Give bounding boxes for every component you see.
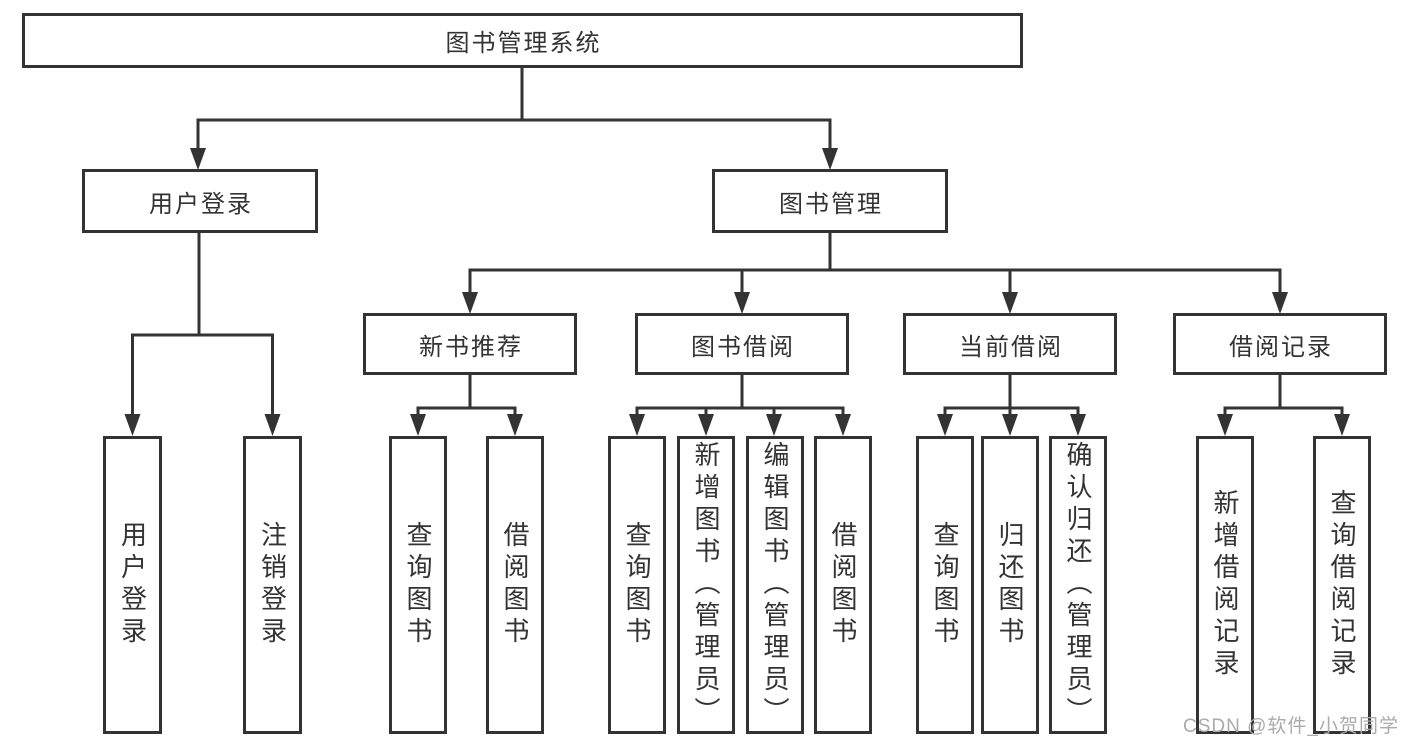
leaf-label: 归还图书: [995, 521, 1025, 649]
node-borrowing-records: 借阅记录: [1173, 313, 1387, 375]
connector-paths: [131, 68, 1344, 418]
watermark: CSDN @软件_小贺同学: [1183, 716, 1399, 737]
leaf-label: 借阅图书: [828, 521, 858, 649]
leaf-label: 注销登录: [257, 521, 288, 649]
leaf-query-books-current: 查询图书: [916, 436, 974, 734]
node-label: 当前借阅: [959, 333, 1063, 361]
node-book-management: 图书管理: [712, 169, 948, 233]
node-label: 新书推荐: [419, 333, 523, 361]
leaf-borrow-books: 借阅图书: [814, 436, 872, 734]
leaf-add-book-admin: 新增图书（管理员）: [677, 436, 735, 734]
leaf-return-books: 归还图书: [981, 436, 1039, 734]
leaf-add-borrow-record: 新增借阅记录: [1196, 436, 1254, 734]
leaf-label: 查询借阅记录: [1327, 489, 1357, 681]
leaf-label: 确认归还（管理员）: [1063, 441, 1093, 729]
leaf-query-borrow-record: 查询借阅记录: [1313, 436, 1371, 734]
leaf-label: 编辑图书（管理员）: [760, 441, 790, 729]
leaf-label: 新增图书（管理员）: [691, 441, 721, 729]
node-book-borrowing: 图书借阅: [635, 313, 849, 375]
leaf-confirm-return-admin: 确认归还（管理员）: [1049, 436, 1107, 734]
leaf-edit-book-admin: 编辑图书（管理员）: [746, 436, 804, 734]
leaf-label: 借阅图书: [500, 521, 530, 649]
leaf-borrow-books-recommend: 借阅图书: [486, 436, 544, 734]
node-current-borrowing: 当前借阅: [903, 313, 1117, 375]
node-new-book-recommend: 新书推荐: [363, 313, 577, 375]
node-label: 图书管理: [779, 190, 883, 218]
leaf-label: 新增借阅记录: [1210, 489, 1240, 681]
node-user-login-branch: 用户登录: [82, 169, 318, 233]
node-label: 图书借阅: [691, 333, 795, 361]
node-label: 借阅记录: [1229, 333, 1333, 361]
node-library-management-system: 图书管理系统: [22, 13, 1023, 68]
arrowheads: [124, 148, 1350, 436]
leaf-label: 查询图书: [930, 521, 960, 649]
leaf-logout: 注销登录: [243, 436, 302, 734]
leaf-query-books-borrowing: 查询图书: [608, 436, 666, 734]
leaf-label: 用户登录: [117, 521, 148, 649]
leaf-label: 查询图书: [622, 521, 652, 649]
leaf-user-login: 用户登录: [103, 436, 162, 734]
leaf-label: 查询图书: [403, 521, 433, 649]
node-label: 图书管理系统: [445, 30, 602, 57]
leaf-query-books-recommend: 查询图书: [389, 436, 447, 734]
node-label: 用户登录: [149, 190, 253, 218]
